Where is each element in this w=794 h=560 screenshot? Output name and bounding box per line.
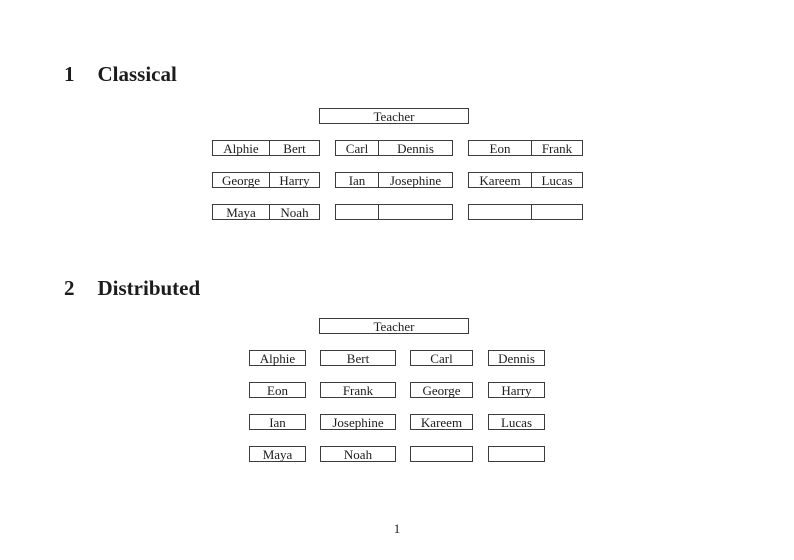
page-number: 1 (393, 521, 401, 536)
seat-cell: Maya (213, 205, 270, 219)
section-number: 2 (64, 276, 75, 300)
seat-cell: Dennis (397, 140, 434, 156)
seat-box: Maya (249, 446, 306, 462)
desk-pair-empty (335, 204, 453, 220)
seat-cell: Harry (279, 172, 310, 188)
seat-box: Bert (320, 350, 396, 366)
section-title: Distributed (97, 276, 201, 300)
seat-cell: Bert (283, 140, 306, 156)
section-heading-classical: 1 Classical (64, 62, 177, 86)
seat-cell: Alphie (213, 141, 270, 155)
seat-box: Josephine (320, 414, 396, 430)
teacher-box: Teacher (319, 108, 469, 124)
desk-pair: George Harry (212, 172, 320, 188)
seat-box: Carl (410, 350, 473, 366)
seat-box: George (410, 382, 473, 398)
seat-box: Eon (249, 382, 306, 398)
desk-pair: Maya Noah (212, 204, 320, 220)
seat-cell: George (213, 173, 270, 187)
seat-cell: Ian (336, 173, 379, 187)
seat-box: Kareem (410, 414, 473, 430)
seat-cell (379, 205, 452, 219)
seat-cell (532, 205, 582, 219)
seat-box: Dennis (488, 350, 545, 366)
teacher-box: Teacher (319, 318, 469, 334)
seat-box: Frank (320, 382, 396, 398)
seat-box: Alphie (249, 350, 306, 366)
seat-cell: Lucas (541, 172, 573, 188)
section-heading-distributed: 2 Distributed (64, 276, 201, 300)
desk-pair: Alphie Bert (212, 140, 320, 156)
desk-pair: Kareem Lucas (468, 172, 583, 188)
seat-cell: Frank (541, 140, 573, 156)
teacher-label: Teacher (373, 108, 415, 124)
seat-box: Lucas (488, 414, 545, 430)
seat-box: Noah (320, 446, 396, 462)
desk-pair: Eon Frank (468, 140, 583, 156)
section-title: Classical (97, 62, 177, 86)
seat-cell: Eon (469, 141, 532, 155)
desk-pair-empty (468, 204, 583, 220)
seat-box: Harry (488, 382, 545, 398)
seat-cell (469, 205, 532, 219)
seat-box: Ian (249, 414, 306, 430)
seat-box-empty (488, 446, 545, 462)
seat-box-empty (410, 446, 473, 462)
seat-cell (336, 205, 379, 219)
seat-cell: Kareem (469, 173, 532, 187)
desk-pair: Carl Dennis (335, 140, 453, 156)
seat-cell: Carl (336, 141, 379, 155)
teacher-label: Teacher (373, 318, 415, 334)
seat-cell: Noah (280, 204, 309, 220)
section-number: 1 (64, 62, 75, 86)
seat-cell: Josephine (389, 172, 442, 188)
desk-pair: Ian Josephine (335, 172, 453, 188)
